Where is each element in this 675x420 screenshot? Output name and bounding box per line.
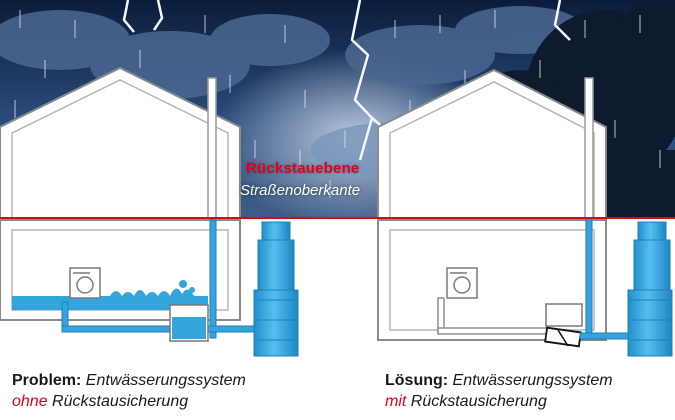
solution-line1: Entwässerungssystem	[452, 372, 613, 389]
solution-line2: Rückstausicherung	[410, 393, 547, 410]
road-surface-label: Straßenoberkante	[240, 182, 361, 199]
problem-line2: Rückstausicherung	[52, 393, 189, 410]
backflow-valve	[544, 303, 583, 348]
problem-highlight: ohne	[12, 393, 48, 410]
washing-machine-left	[69, 267, 101, 299]
backflow-level-label: Rückstauebene	[246, 160, 360, 177]
solution-title: Lösung:	[385, 372, 449, 389]
problem-line1: Entwässerungssystem	[85, 372, 246, 389]
washing-machine-right	[446, 267, 478, 299]
solution-highlight: mit	[385, 393, 407, 410]
problem-caption: Problem: Entwässerungssystem ohne Rückst…	[12, 370, 246, 412]
problem-title: Problem:	[12, 372, 82, 389]
manhole-shaft-right	[627, 221, 673, 357]
sump-left	[169, 304, 209, 342]
house-right	[377, 68, 607, 341]
manhole-shaft-left	[253, 221, 299, 357]
flooded-water-left	[12, 280, 208, 310]
solution-caption: Lösung: Entwässerungssystem mit Rückstau…	[385, 370, 613, 412]
